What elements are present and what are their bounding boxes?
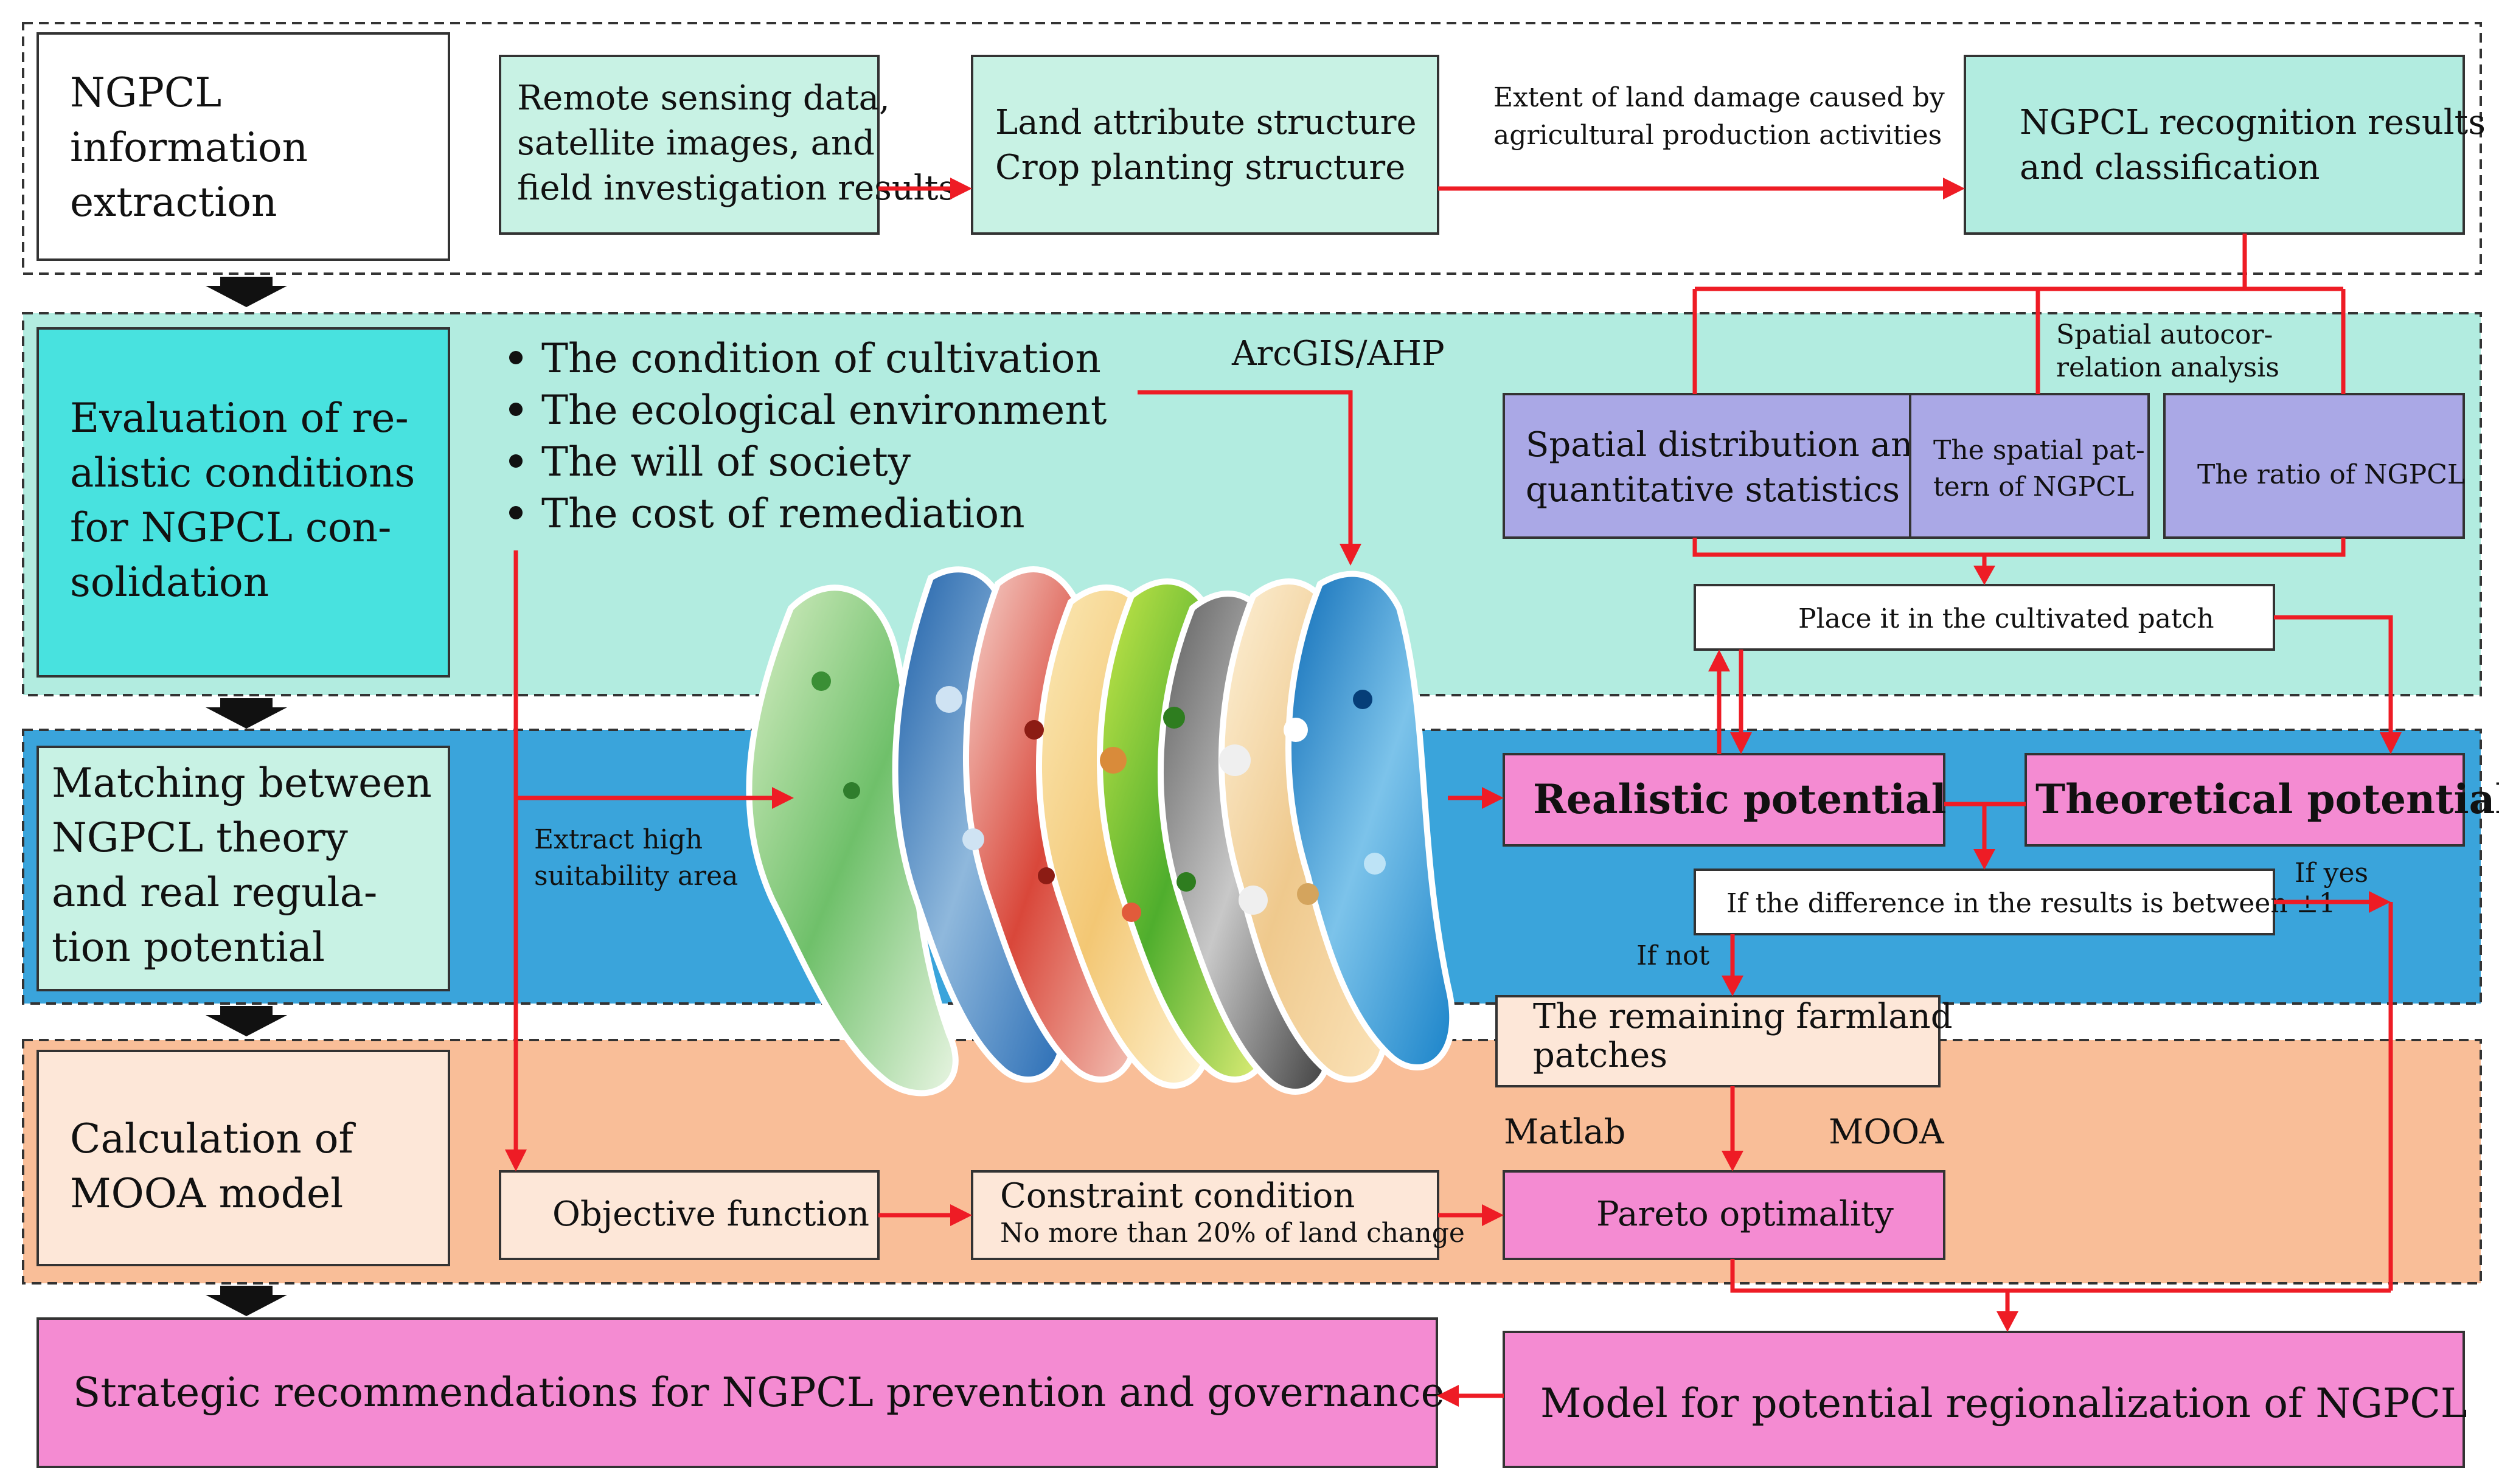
place-patch-box: [1694, 584, 2275, 651]
bullet-list: The condition of cultivation The ecologi…: [509, 335, 1107, 537]
spatial-distribution-box: [1503, 393, 1941, 539]
remote-sensing-label: Remote sensing data,satellite images, an…: [517, 78, 956, 208]
arrowhead-model-recommendations: [1437, 1385, 1459, 1407]
theoretical-potential-box: [2025, 753, 2465, 847]
arrowhead-place-theoretical: [2380, 732, 2402, 754]
stage-arrows: [206, 277, 287, 1316]
difference-check-label: If the difference in the results is betw…: [1726, 888, 2336, 919]
arrowhead-difference: [1973, 849, 1995, 870]
connector-merge-bottom: [1692, 538, 2346, 557]
arrowhead-merge: [1973, 566, 1995, 585]
connector-pareto-down: [1730, 1259, 2391, 1293]
stage-arrow-1: [206, 277, 287, 307]
constraint-detail: No more than 20% of land change: [1000, 1218, 1465, 1249]
arrowhead-arcgis: [1340, 544, 1361, 566]
difference-check-box: [1694, 869, 2275, 935]
arrowhead-remote-to-land: [950, 178, 972, 199]
theoretical-potential-label: Theoretical potential: [2035, 775, 2499, 823]
arrowhead-place-down: [1730, 732, 1752, 754]
recommendations-box: [36, 1317, 1438, 1468]
if-yes-label: If yes: [2295, 858, 2368, 889]
arrowhead-if-yes: [2369, 891, 2391, 913]
arrowhead-bullets-objective: [505, 1149, 527, 1171]
arrowhead-maps-realistic: [1482, 787, 1504, 809]
map-mosaic-illustration: [746, 566, 1456, 1097]
connector-place-theoretical: [2274, 615, 2393, 735]
realistic-potential-label: Realistic potential: [1533, 775, 1947, 823]
matlab-label: Matlab: [1504, 1112, 1625, 1152]
stage-matching-box: [36, 746, 450, 991]
mooa-label: MOOA: [1829, 1112, 1944, 1152]
arrowhead-to-model: [1997, 1311, 2018, 1332]
arrowhead-place-up: [1708, 650, 1730, 671]
remote-sensing-box: [499, 55, 880, 235]
bullet-society: The will of society: [541, 439, 911, 485]
arrowhead-land-to-recognition: [1943, 178, 1965, 199]
spatial-pattern-label: The spatial pat-tern of NGPCL: [1933, 435, 2145, 502]
if-not-label: If not: [1636, 940, 1709, 971]
objective-function-box: [499, 1170, 880, 1260]
bullet-remediation: The cost of remediation: [541, 490, 1025, 537]
arrowhead-objective-constraint: [950, 1204, 972, 1226]
spatial-pattern-box: [1909, 393, 2150, 539]
recommendations-label: Strategic recommendations for NGPCL prev…: [73, 1369, 1445, 1416]
recognition-box: [1964, 55, 2465, 235]
arrowhead-if-not: [1722, 976, 1743, 996]
arrowhead-extract: [772, 787, 794, 809]
stage-extraction-box: [36, 32, 450, 261]
constraint-title: Constraint condition: [1000, 1176, 1355, 1216]
ratio-box: [2163, 393, 2465, 539]
regionalization-model-label: Model for potential regionalization of N…: [1540, 1380, 2467, 1427]
place-patch-label: Place it in the cultivated patch: [1798, 603, 2214, 634]
stage-calculation-box: [36, 1050, 450, 1266]
arrowhead-constraint-pareto: [1482, 1204, 1504, 1226]
flow-connectors: [505, 178, 2402, 1407]
map-texture-dots: [812, 671, 1386, 922]
arrowhead-remaining-pareto: [1722, 1151, 1743, 1171]
ratio-label: The ratio of NGPCL: [2197, 459, 2465, 490]
stage-arrow-3: [206, 1006, 287, 1036]
arcgis-ahp-label: ArcGIS/AHP: [1231, 334, 1445, 373]
pareto-label: Pareto optimality: [1596, 1194, 1894, 1234]
objective-function-label: Objective function: [552, 1194, 869, 1234]
autocorrelation-label: Spatial autocor-relation analysis: [2056, 319, 2279, 383]
bullet-ecological: The ecological environment: [541, 387, 1107, 434]
stage-arrow-2: [206, 698, 287, 729]
map-layer-8: [1285, 570, 1456, 1070]
land-attribute-box: [971, 55, 1439, 235]
realistic-potential-box: [1503, 753, 1945, 847]
bullet-cultivation: The condition of cultivation: [541, 335, 1101, 382]
remaining-farmland-box: [1495, 995, 1941, 1087]
stage-arrow-4: [206, 1286, 287, 1316]
connector-arcgis: [1138, 390, 1353, 544]
pareto-box: [1503, 1170, 1945, 1260]
stage-evaluation-box: [36, 327, 450, 678]
regionalization-model-box: [1503, 1331, 2465, 1468]
